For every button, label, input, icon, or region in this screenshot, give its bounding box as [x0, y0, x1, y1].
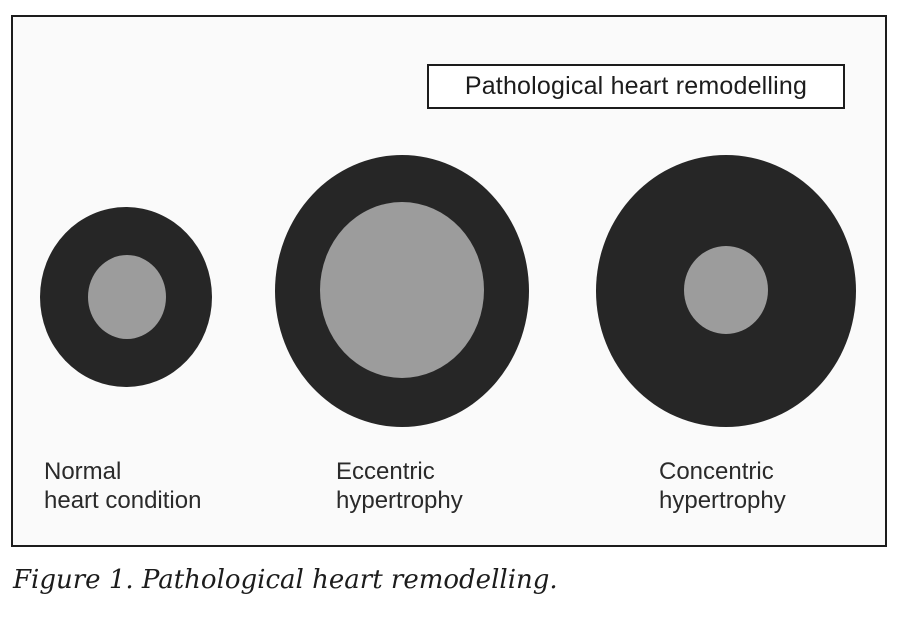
- concentric-hypertrophy-label-line2: hypertrophy: [659, 487, 786, 514]
- eccentric-hypertrophy-label-line2: hypertrophy: [336, 487, 463, 514]
- normal-heart-cavity: [88, 255, 166, 339]
- concentric-hypertrophy-label: Concentric hypertrophy: [659, 457, 786, 515]
- concentric-hypertrophy-label-line1: Concentric: [659, 458, 774, 485]
- concentric-hypertrophy-cavity: [684, 246, 768, 334]
- eccentric-hypertrophy-label: Eccentric hypertrophy: [336, 457, 463, 515]
- figure-caption: Figure 1. Pathological heart remodelling…: [13, 565, 558, 595]
- eccentric-hypertrophy-label-line1: Eccentric: [336, 458, 435, 485]
- normal-heart-label: Normal heart condition: [44, 457, 201, 515]
- eccentric-hypertrophy-cavity: [320, 202, 484, 378]
- normal-heart-label-line1: Normal: [44, 458, 122, 485]
- figure-header: Pathological heart remodelling: [427, 64, 845, 109]
- normal-heart-label-line2: heart condition: [44, 487, 202, 514]
